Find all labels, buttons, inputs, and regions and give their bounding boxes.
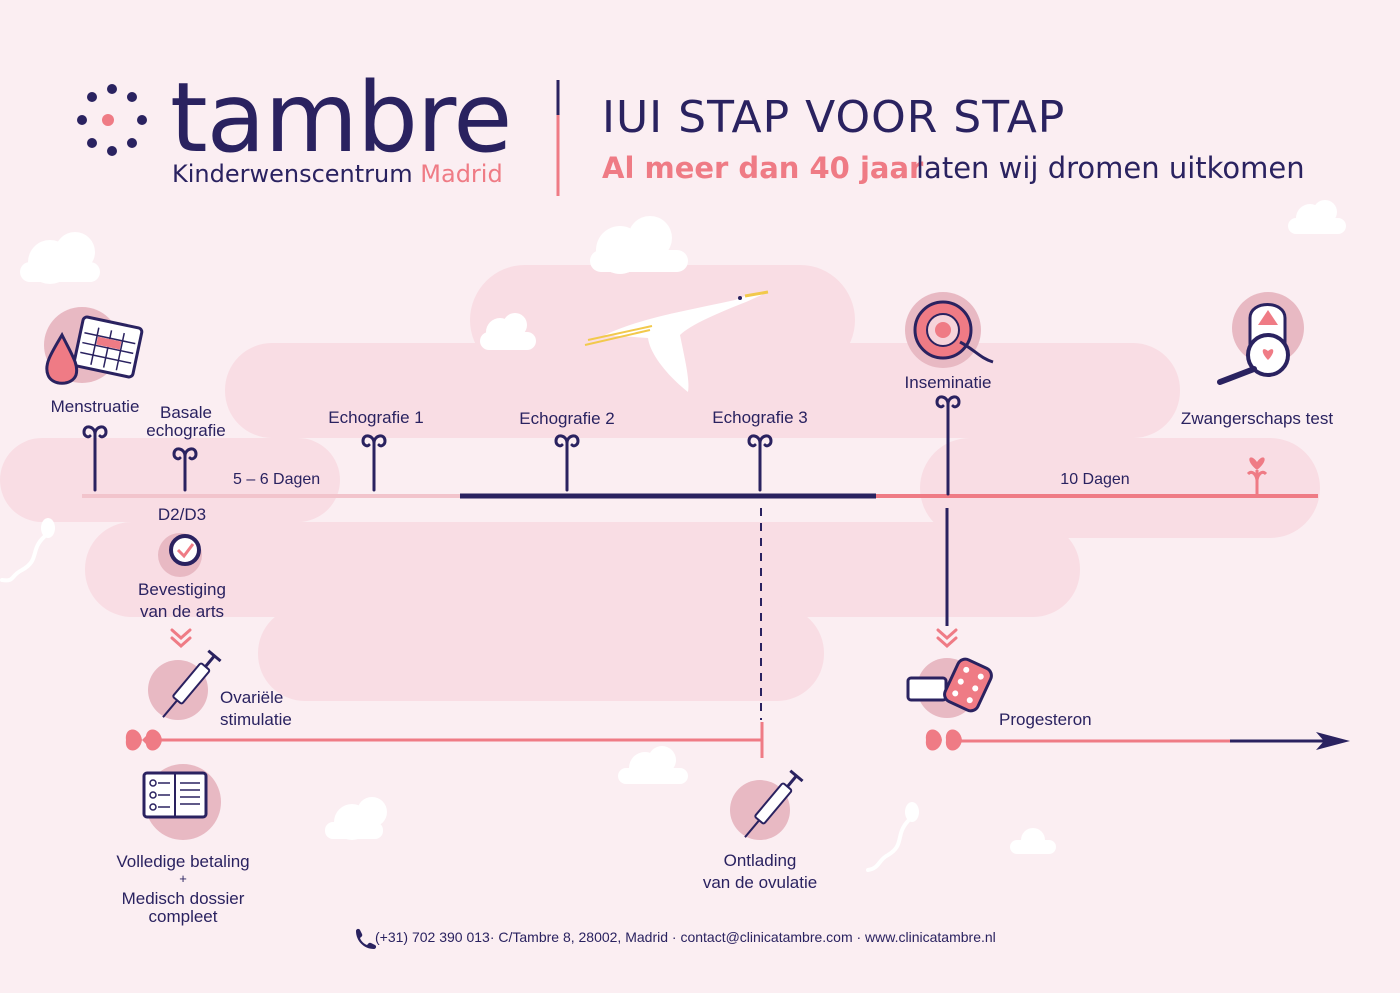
progesteron-label: Progesteron [999,710,1092,729]
betaling-plus: + [179,871,187,886]
double-heart-arrow-icon-1 [125,729,162,751]
cloud-icon-3 [480,313,536,350]
stork-icon [584,290,769,392]
sprout-icon-menstruatie [82,425,108,492]
sprout-icon-echo1 [361,434,387,492]
pills-icon [906,657,993,718]
phone-icon [356,928,377,949]
duration-second: 10 Dagen [1060,471,1130,488]
sprout-markers [82,395,961,496]
cloud-icon-7 [1010,828,1056,854]
betaling-line2: Medisch dossier [121,889,245,908]
step-label-basale-line1: Basale [160,403,212,422]
calendar-drop-icon [44,307,144,385]
ontlading-line1: Ontlading [723,851,797,870]
stimulatie-line [125,722,764,758]
sperm-icon-right [866,802,919,872]
syringe-icon-2 [730,769,804,840]
tagline-accent: Al meer dan 40 jaar [602,151,924,185]
heart-sprout-icon [1246,457,1268,494]
sprout-icon-echo2 [554,434,580,492]
step-label-echografie1: Echografie 1 [328,408,424,427]
ontlading-line2: van de ovulatie [702,873,818,892]
sprout-icon-echo3 [747,434,773,492]
cloud-icons [20,200,1346,854]
page-title: IUI STAP VOOR STAP [602,92,1066,143]
medical-file-icon [142,764,221,840]
step-label-menstruatie: Menstruatie [50,397,140,416]
step-label-inseminatie: Inseminatie [904,373,992,392]
day-marker: D2/D3 [157,505,207,524]
double-heart-arrow-icon-2 [925,729,962,751]
insemination-target-icon [905,292,994,368]
logo-dots-icon [77,84,147,156]
cloud-icon-1 [20,232,100,284]
clock-check-icon [158,533,202,577]
step-label-basale-line2: echografie [146,421,226,440]
footer-contact: (+31) 702 390 013· C/Tambre 8, 28002, Ma… [375,929,996,945]
stimulatie-line1: Ovariële [220,688,284,707]
cloud-icon-2 [590,216,688,274]
step-label-echografie3: Echografie 3 [712,408,808,427]
betaling-line3: compleet [148,907,218,926]
pregnancy-test-icon [1217,292,1304,385]
brand-subtitle-accent: Madrid [420,160,503,188]
chevron-down-icon-1 [170,628,192,649]
step-label-echografie2: Echografie 2 [519,409,615,428]
bevestiging-line2: van de arts [139,602,225,621]
betaling-line1: Volledige betaling [116,852,250,871]
sperm-icons [0,518,919,872]
brand-name: tambre [170,62,512,174]
sperm-icon-left [0,518,55,583]
step-label-zwangerschap: Zwangerschaps test [1180,409,1334,428]
bevestiging-line1: Bevestiging [138,580,226,599]
chevron-down-icon-2 [936,628,958,649]
sprout-icon-inseminatie [935,395,961,496]
sprout-icon-basale [172,447,198,492]
brand-subtitle-main: Kinderwenscentrum [172,160,413,188]
stimulatie-line2: stimulatie [220,710,292,729]
progesteron-line [925,729,1350,751]
cloud-icon-6 [618,746,688,784]
tagline-rest: laten wij dromen uitkomen [916,151,1305,185]
duration-first: 5 – 6 Dagen [233,471,321,488]
cloud-icon-5 [325,797,387,840]
syringe-icon-1 [148,649,222,720]
brand-subtitle: Kinderwenscentrum Madrid [172,160,503,188]
cloud-icon-4 [1288,200,1346,234]
